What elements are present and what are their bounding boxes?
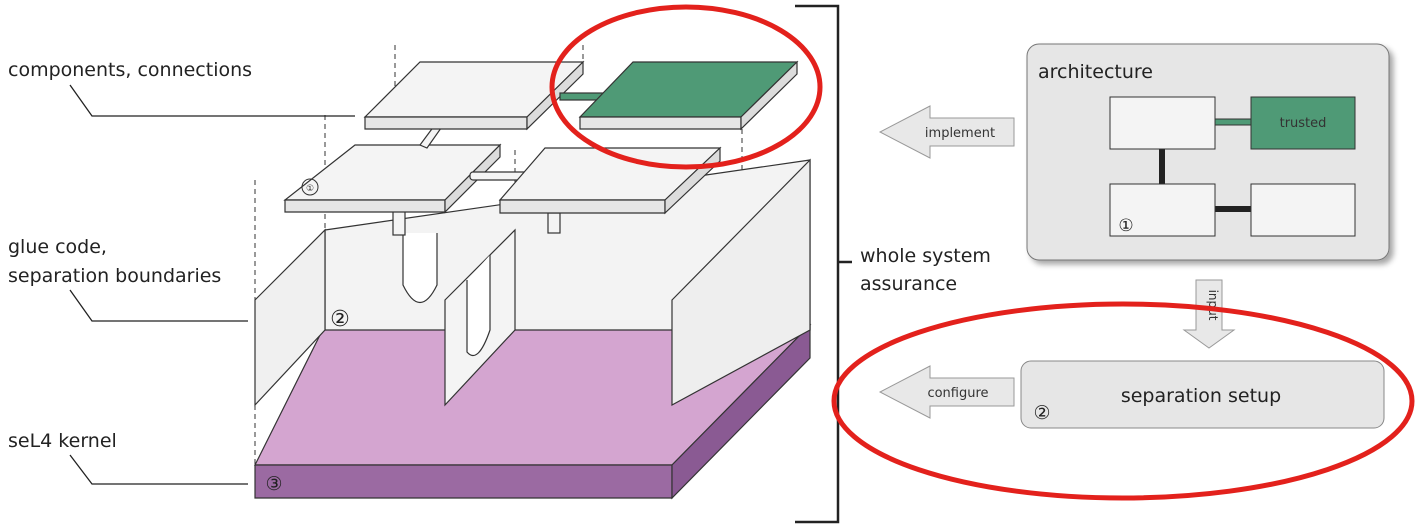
separation-marker-2: ② xyxy=(1033,402,1050,424)
assurance-bracket xyxy=(795,4,852,524)
kernel-slab xyxy=(254,323,812,500)
separation-setup-title: separation setup xyxy=(1121,385,1281,407)
configure-arrow: configure xyxy=(878,365,1015,419)
label-glue-code: glue code, xyxy=(8,236,107,258)
label-sel4-kernel: seL4 kernel xyxy=(8,430,117,452)
highlight-separation-setup xyxy=(831,301,1415,501)
arch-box-top-left xyxy=(1109,96,1216,150)
arch-marker-1: ① xyxy=(1118,216,1133,236)
kernel-right xyxy=(671,323,811,500)
separation-setup-panel: separation setup ② xyxy=(1020,360,1385,429)
configure-label: configure xyxy=(927,386,988,401)
label-components-connections: components, connections xyxy=(8,59,252,81)
marker-1-3d: ① xyxy=(301,178,319,196)
lower-platforms xyxy=(283,143,722,236)
svg-text:①: ① xyxy=(306,184,314,194)
arch-box-bottom-left xyxy=(1109,183,1216,237)
label-separation-boundaries: separation boundaries xyxy=(8,265,221,287)
implement-arrow: implement xyxy=(878,105,1015,159)
input-label: input xyxy=(1206,290,1220,321)
input-arrow: input xyxy=(1182,279,1236,349)
kernel-front xyxy=(254,464,673,499)
separation-walls xyxy=(254,158,811,407)
label-assurance: assurance xyxy=(860,273,957,295)
architecture-title: architecture xyxy=(1038,61,1153,83)
marker-2-3d: ② xyxy=(330,307,350,332)
architecture-panel: architecture trusted ① xyxy=(1026,43,1390,261)
platform-left-top xyxy=(283,144,502,201)
marker-3-3d: ③ xyxy=(265,473,282,495)
label-whole-system: whole system xyxy=(860,245,991,267)
leader-lines xyxy=(69,84,355,485)
implement-label: implement xyxy=(925,126,995,141)
arch-box-trusted xyxy=(1250,96,1356,150)
arch-trusted-label: trusted xyxy=(1280,116,1327,131)
highlight-trusted-component xyxy=(549,4,823,170)
arch-box-bottom-right xyxy=(1250,183,1356,237)
component-trusted-top xyxy=(578,61,799,118)
